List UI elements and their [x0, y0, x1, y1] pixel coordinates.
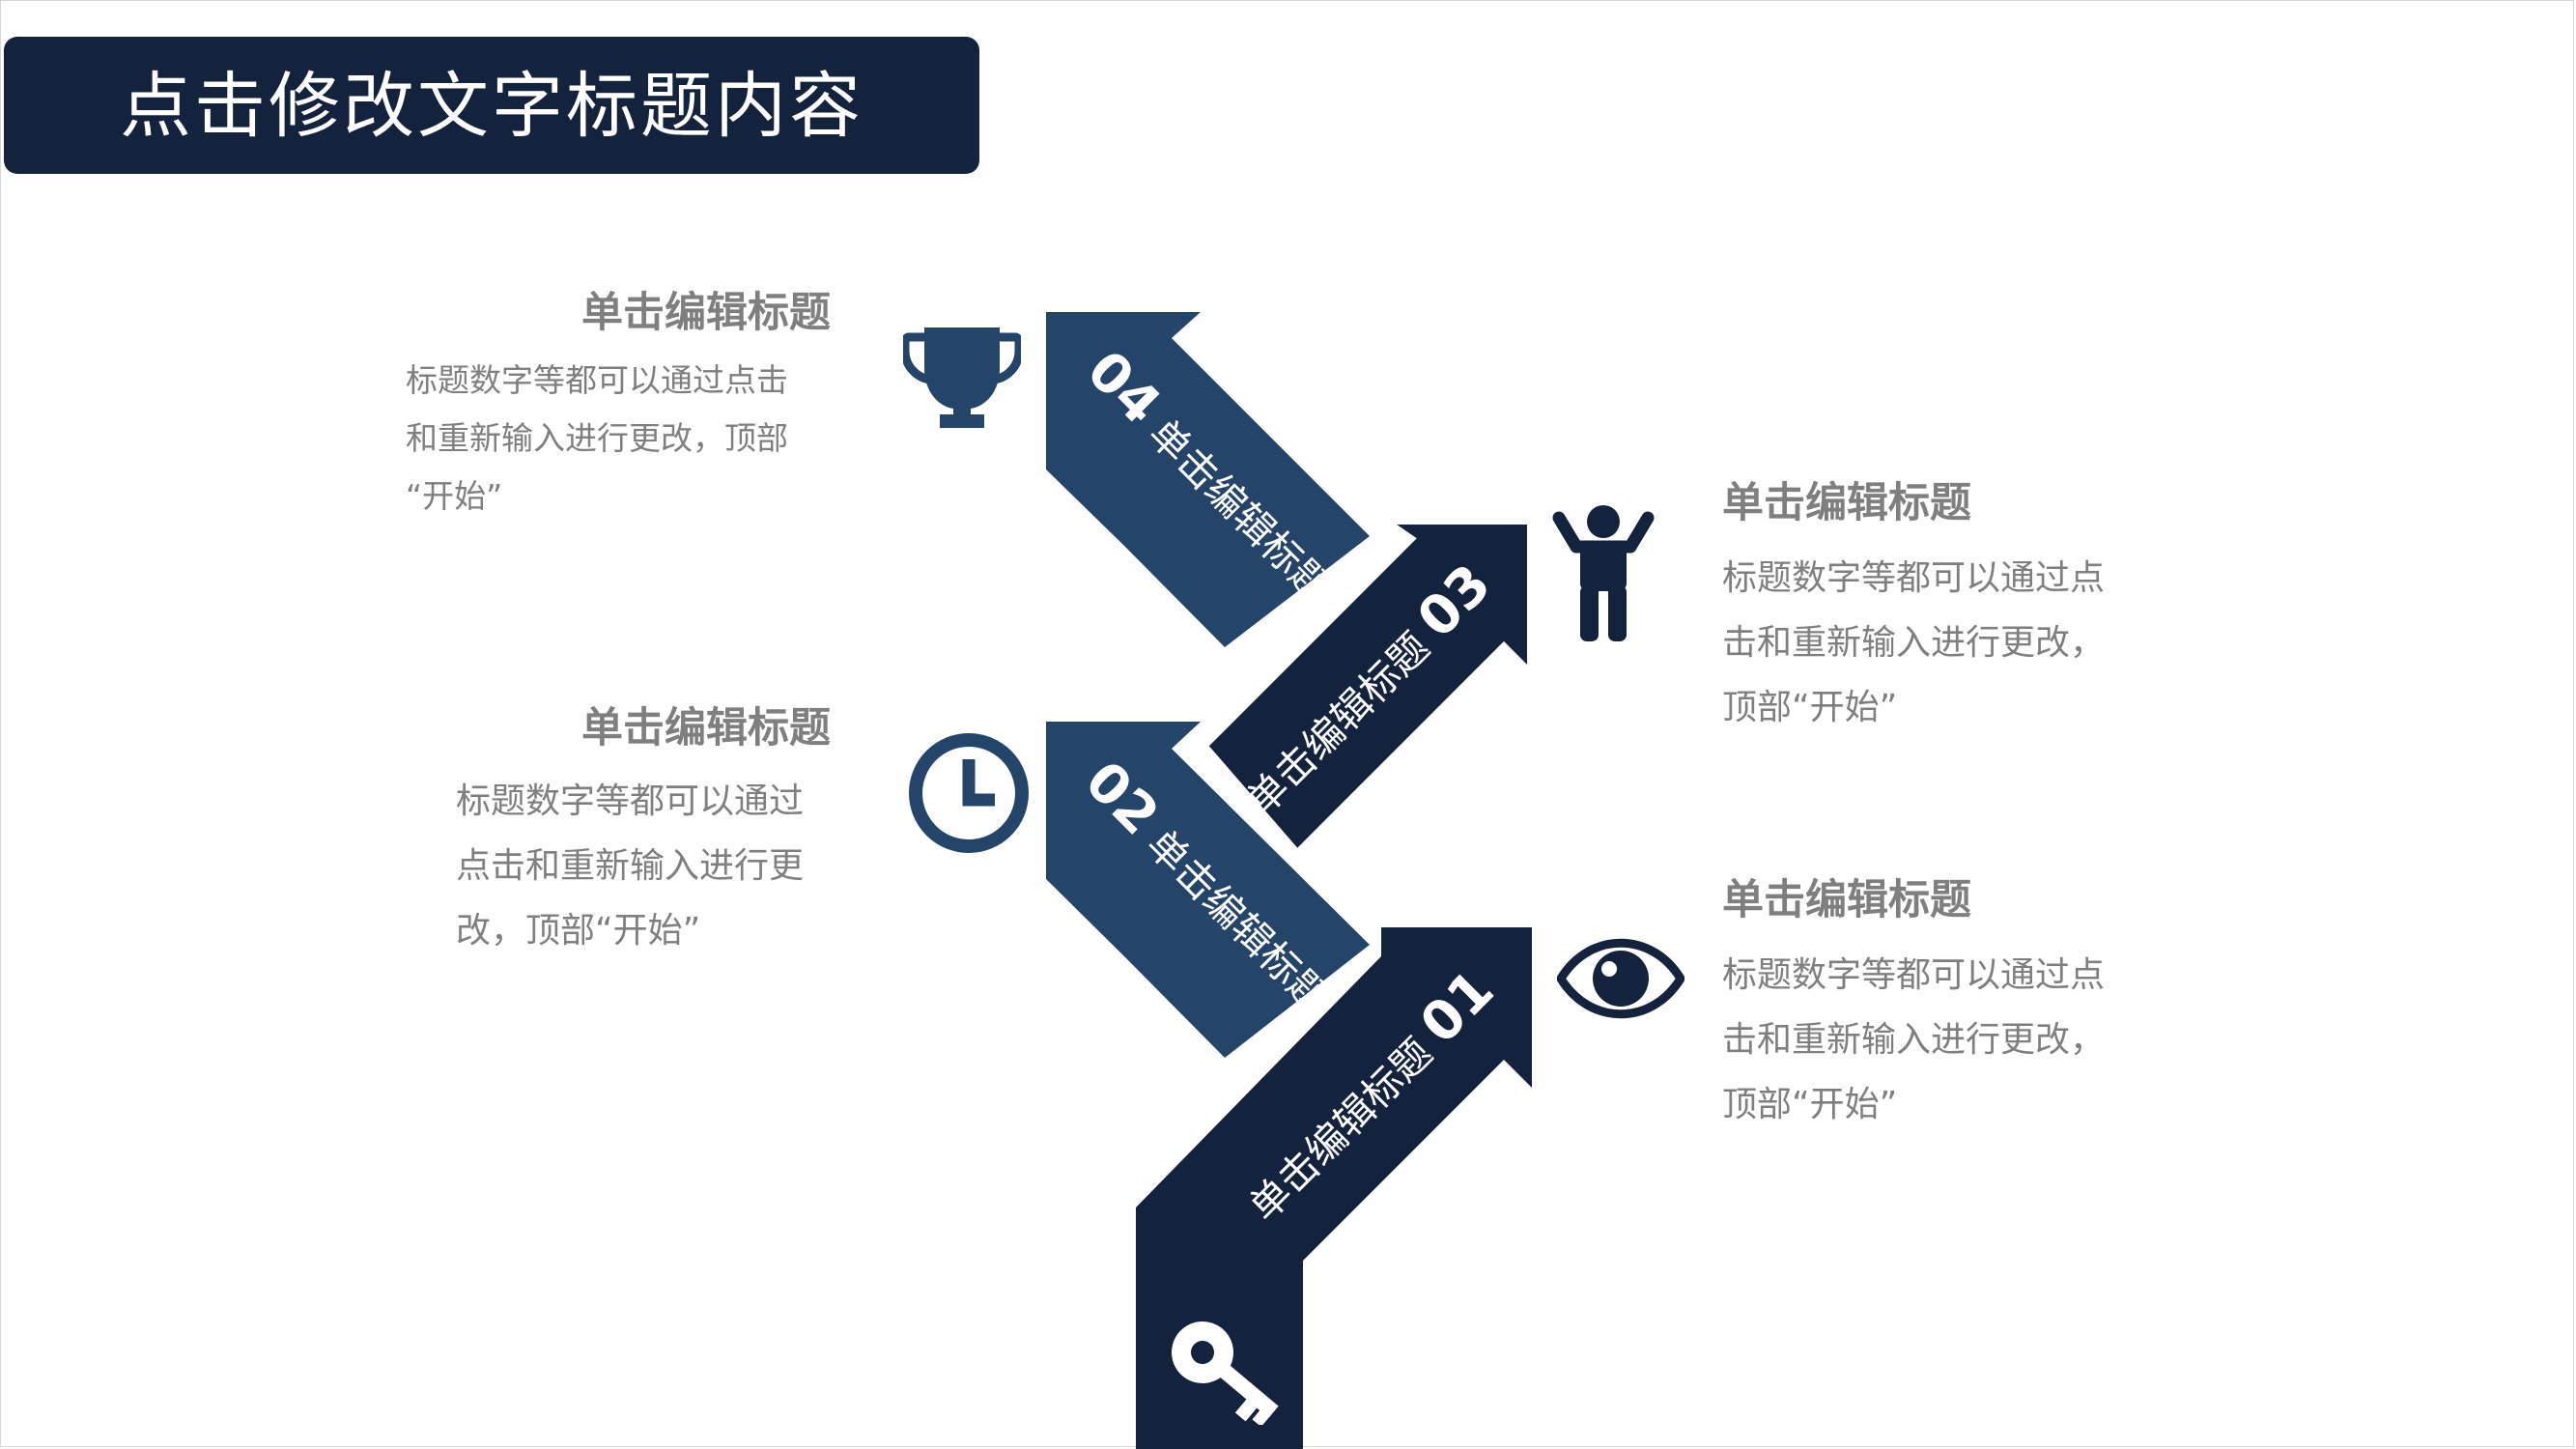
arrow-step-01[interactable] — [1136, 927, 1532, 1449]
trophy-icon — [903, 327, 1021, 428]
text-block-01: 单击编辑标题 标题数字等都可以通过点 击和重新输入进行更改， 顶部“开始” — [1722, 875, 2166, 1137]
block-body-04[interactable]: 标题数字等都可以通过点击 和重新输入进行更改，顶部 “开始” — [406, 352, 831, 526]
eye-icon — [1557, 938, 1684, 1019]
block-line: 顶部“开始” — [1722, 1085, 1898, 1124]
block-body-02[interactable]: 标题数字等都可以通过 点击和重新输入进行更 改，顶部“开始” — [456, 769, 831, 963]
block-line: 改，顶部“开始” — [456, 911, 701, 951]
block-line: 击和重新输入进行更改， — [1722, 1020, 2106, 1060]
block-body-03[interactable]: 标题数字等都可以通过点 击和重新输入进行更改， 顶部“开始” — [1722, 546, 2166, 740]
arrow-step-04[interactable] — [1046, 312, 1370, 647]
arrow-step-02[interactable] — [1046, 722, 1370, 1058]
person-icon — [1552, 505, 1655, 641]
block-line: 顶部“开始” — [1722, 688, 1898, 727]
block-line: “开始” — [406, 477, 503, 515]
block-body-01[interactable]: 标题数字等都可以通过点 击和重新输入进行更改， 顶部“开始” — [1722, 943, 2166, 1137]
block-line: 击和重新输入进行更改， — [1722, 623, 2106, 663]
arrow-step-03[interactable] — [1196, 515, 1537, 863]
title-bar[interactable]: 点击修改文字标题内容 — [4, 37, 979, 174]
text-block-03: 单击编辑标题 标题数字等都可以通过点 击和重新输入进行更改， 顶部“开始” — [1722, 478, 2166, 740]
key-icon — [1172, 1321, 1279, 1425]
block-line: 标题数字等都可以通过点击 — [406, 361, 788, 399]
block-line: 标题数字等都可以通过 — [456, 781, 805, 821]
block-title-03[interactable]: 单击编辑标题 — [1722, 479, 1971, 527]
block-line: 点击和重新输入进行更 — [456, 846, 805, 886]
block-title-04[interactable]: 单击编辑标题 — [581, 289, 831, 337]
block-line: 标题数字等都可以通过点 — [1722, 558, 2106, 598]
block-line: 和重新输入进行更改，顶部 — [406, 419, 788, 457]
clock-icon — [909, 733, 1029, 853]
text-block-02: 单击编辑标题 标题数字等都可以通过 点击和重新输入进行更 改，顶部“开始” — [406, 703, 831, 963]
text-block-04: 单击编辑标题 标题数字等都可以通过点击 和重新输入进行更改，顶部 “开始” — [406, 288, 831, 526]
page-title[interactable]: 点击修改文字标题内容 — [120, 65, 863, 148]
block-title-02[interactable]: 单击编辑标题 — [581, 704, 831, 753]
block-title-01[interactable]: 单击编辑标题 — [1722, 876, 1971, 924]
block-line: 标题数字等都可以通过点 — [1722, 955, 2106, 995]
